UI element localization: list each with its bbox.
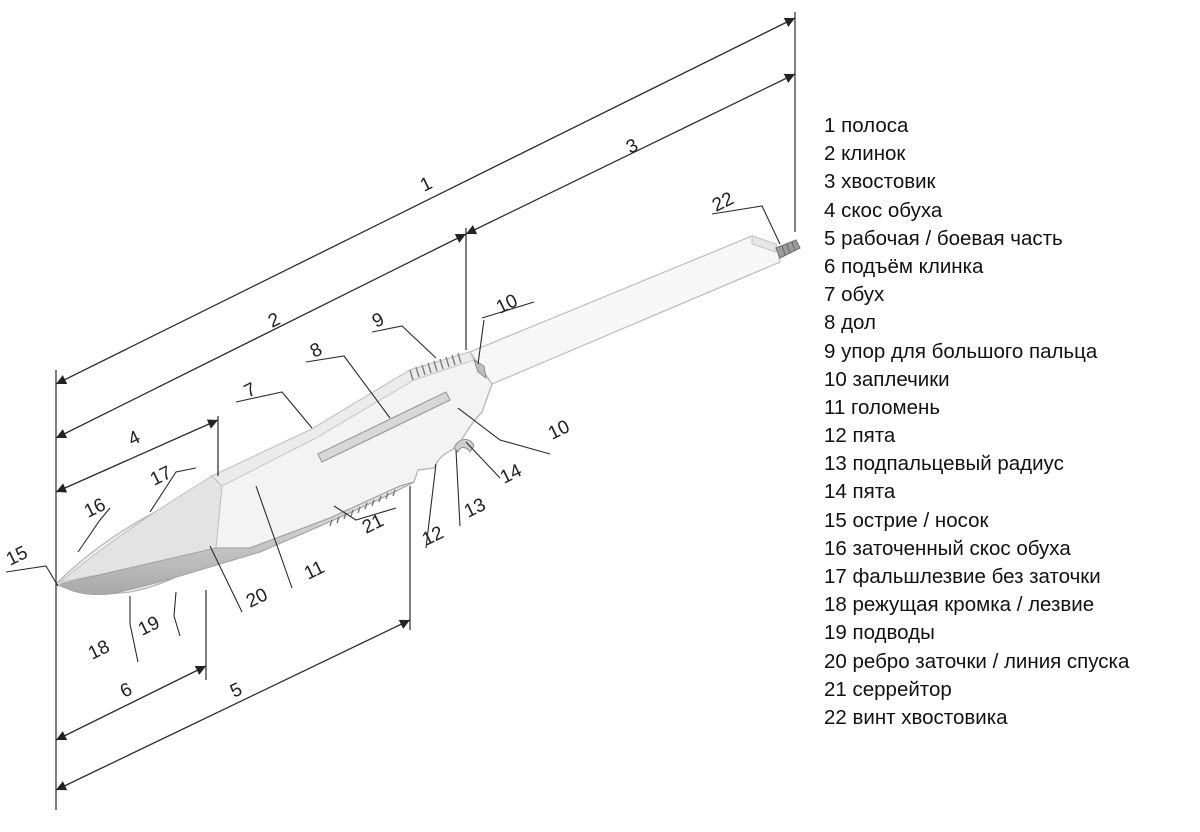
callout-5: 5 <box>227 679 246 703</box>
legend-item: 3 хвостовик <box>824 170 936 194</box>
callout-15: 15 <box>3 542 31 570</box>
legend-item: 9 упор для большого пальца <box>824 339 1098 363</box>
dimension-lines <box>55 17 796 791</box>
legend-list: 1 полоса 2 клинок 3 хвостовик 4 скос обу… <box>824 112 1129 732</box>
callout-2: 2 <box>265 309 284 333</box>
legend-item: 21 серрейтор <box>824 677 952 701</box>
legend-item: 12 пята <box>824 424 896 448</box>
dimension-2 <box>55 233 467 439</box>
callout-6: 6 <box>117 679 136 703</box>
legend-item: 22 винт хвостовика <box>824 705 1008 729</box>
callout-4: 4 <box>125 427 144 451</box>
legend-item: 8 дол <box>824 311 876 335</box>
leader-lines <box>5 205 781 663</box>
callout-7: 7 <box>241 379 260 403</box>
dimension-1 <box>55 17 796 385</box>
callout-3: 3 <box>623 135 642 159</box>
legend-item: 19 подводы <box>824 621 935 645</box>
callout-22: 22 <box>709 188 737 216</box>
callout-21: 21 <box>359 510 387 538</box>
legend-item: 2 клинок <box>824 142 906 166</box>
callout-13: 13 <box>461 494 489 522</box>
callout-16: 16 <box>81 494 109 522</box>
callout-18: 18 <box>85 636 113 664</box>
callout-19: 19 <box>135 612 163 640</box>
legend-item: 11 голомень <box>824 395 941 419</box>
legend-item: 6 подъём клинка <box>824 254 984 278</box>
callout-10-side: 10 <box>545 416 573 444</box>
legend-item: 5 рабочая / боевая часть <box>824 226 1063 250</box>
legend-item: 4 скос обуха <box>824 198 943 222</box>
dimension-5 <box>55 619 411 791</box>
legend-item: 10 заплечики <box>824 367 950 391</box>
dimension-4 <box>55 419 219 493</box>
legend-item: 14 пята <box>824 480 896 504</box>
callout-11: 11 <box>301 557 328 585</box>
dimension-3 <box>465 73 796 235</box>
legend-item: 17 фальшлезвие без заточки <box>824 565 1101 588</box>
edge-grind <box>58 481 415 595</box>
legend-item: 15 острие / носок <box>824 508 989 532</box>
callout-17: 17 <box>147 462 175 490</box>
legend-item: 13 подпальцевый радиус <box>824 452 1064 476</box>
legend-item: 7 обух <box>824 283 885 307</box>
serration <box>329 489 396 527</box>
callout-20: 20 <box>243 584 271 612</box>
finger-choil <box>453 439 475 453</box>
callout-12: 12 <box>419 522 447 550</box>
callout-14: 14 <box>497 460 526 488</box>
callout-1: 1 <box>417 173 436 197</box>
callout-9: 9 <box>369 309 388 333</box>
legend-item: 18 режущая кромка / лезвие <box>824 593 1095 617</box>
callout-10-top: 10 <box>493 290 521 318</box>
legend-item: 16 заточенный скос обуха <box>824 536 1071 560</box>
legend-item: 1 полоса <box>824 114 909 137</box>
callout-8: 8 <box>307 339 326 363</box>
legend-item: 20 ребро заточки / линия спуска <box>824 649 1130 673</box>
